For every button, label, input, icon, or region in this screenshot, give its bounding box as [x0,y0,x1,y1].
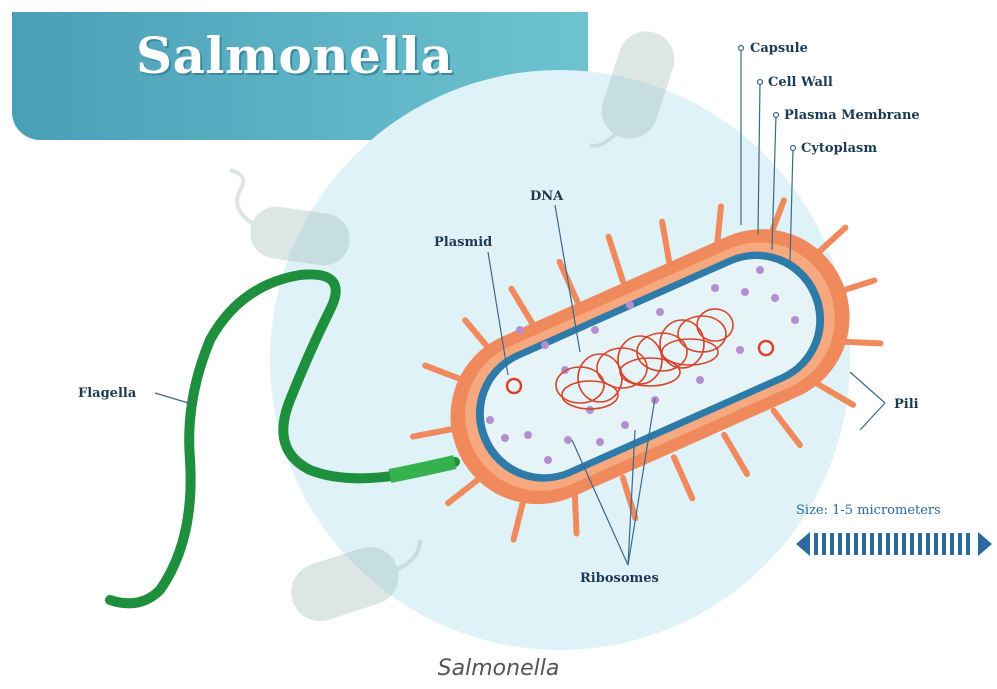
label-plasmid: Plasmid [434,235,492,250]
label-plasma-membrane: Plasma Membrane [784,108,920,123]
label-flagella: Flagella [78,386,137,401]
label-pili: Pili [894,397,919,412]
label-capsule: Capsule [750,41,808,56]
label-cell-wall: Cell Wall [768,75,833,90]
size-scale-bar [796,532,992,556]
label-ribosomes: Ribosomes [580,571,659,586]
figure-caption: Salmonella [0,656,997,681]
label-cytoplasm: Cytoplasm [801,141,877,156]
label-size: Size: 1-5 micrometers [796,503,941,518]
label-dna: DNA [530,189,564,204]
